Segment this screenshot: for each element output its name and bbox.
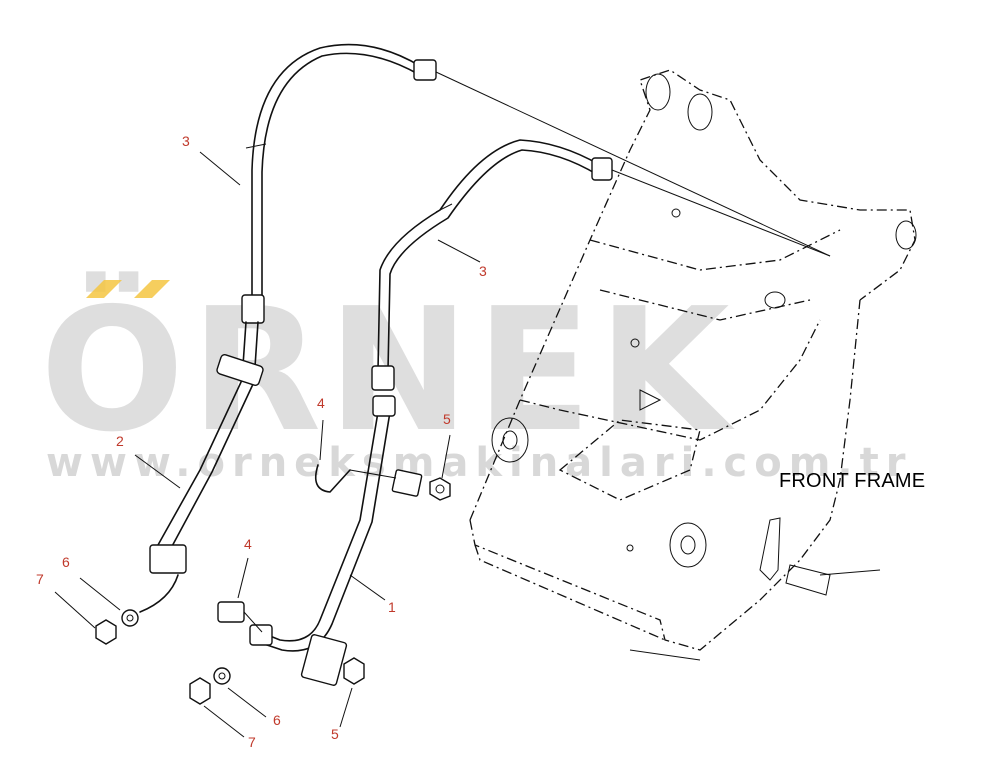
front-frame-label: FRONT FRAME	[779, 470, 926, 492]
callout-hose-3-lower: 3	[479, 263, 487, 279]
front-frame-details	[491, 73, 917, 661]
callout-hose-3-upper: 3	[182, 133, 190, 149]
callout-tube-2: 2	[116, 433, 124, 449]
callout-nut-5-lower: 5	[331, 726, 339, 742]
watermark-url: www.orneksmakinalari.com.tr	[46, 440, 913, 486]
callout-nut-5-upper: 5	[443, 411, 451, 427]
washer-6-left	[121, 609, 139, 627]
leader-lines	[54, 151, 481, 738]
callout-clamp-4-lower: 4	[244, 536, 252, 552]
hose-3-upper	[241, 43, 831, 324]
nut-5-lower	[343, 657, 365, 685]
watermark-accent-right	[134, 280, 170, 298]
callout-washer-6-bottom: 6	[273, 712, 281, 728]
nut-7-bottom	[189, 677, 211, 705]
callout-nut-7-left: 7	[36, 571, 44, 587]
clamp-4-lower	[217, 601, 263, 633]
nut-7-left	[95, 619, 117, 645]
callout-nut-7-bottom: 7	[248, 734, 256, 750]
callout-washer-6-left: 6	[62, 554, 70, 570]
callout-tube-1: 1	[388, 599, 396, 615]
nut-5-upper	[429, 477, 451, 501]
washer-6-bottom	[213, 667, 231, 685]
clamp-4-upper	[314, 464, 423, 497]
tube-2	[139, 321, 264, 613]
callout-clamp-4-upper: 4	[317, 395, 325, 411]
tube-1	[249, 395, 396, 686]
front-frame	[469, 69, 916, 651]
hose-3-lower	[371, 139, 831, 391]
watermark-accent-left	[86, 280, 122, 298]
